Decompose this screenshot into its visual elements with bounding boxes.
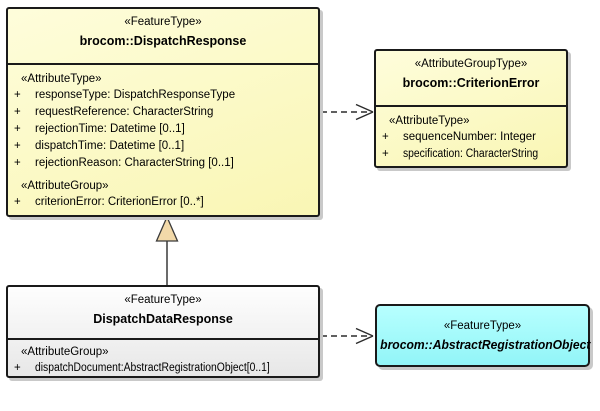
triangle-arrowhead-icon	[155, 215, 179, 242]
attribute-row[interactable]: + criterionError: CriterionError [0..*]	[8, 194, 318, 211]
attribute-row[interactable]: + sequenceNumber: Integer	[376, 129, 566, 146]
visibility-marker: +	[14, 140, 21, 152]
attributes-compartment: «AttributeType» + sequenceNumber: Integer…	[376, 107, 566, 163]
visibility-marker: +	[14, 106, 21, 118]
attribute-text: rejectionTime: Datetime [0..1]	[35, 123, 185, 135]
attribute-text: rejectionReason: CharacterString [0..1]	[35, 157, 234, 169]
class-header: «FeatureType» brocom::DispatchResponse	[8, 9, 318, 65]
stereotype-label: «AttributeGroupType»	[414, 58, 528, 70]
visibility-marker: +	[14, 157, 21, 169]
attribute-row[interactable]: + dispatchDocument:AbstractRegistrationOb…	[8, 360, 318, 377]
open-arrowhead-icon	[355, 103, 374, 121]
visibility-marker: +	[14, 89, 21, 101]
attribute-text: requestReference: CharacterString	[35, 106, 214, 118]
visibility-marker: +	[14, 123, 21, 135]
attribute-text: dispatchTime: Datetime [0..1]	[35, 140, 185, 152]
attribute-text: sequenceNumber: Integer	[403, 131, 536, 143]
attribute-row[interactable]: + rejectionTime: Datetime [0..1]	[8, 121, 318, 138]
class-box-dispatch-data-response[interactable]: «FeatureType» DispatchDataResponse «Attr…	[6, 285, 320, 378]
visibility-marker: +	[14, 196, 21, 208]
attribute-text: specification: CharacterString	[403, 148, 539, 160]
stereotype-label: «FeatureType»	[124, 294, 202, 306]
attribute-text: criterionError: CriterionError [0..*]	[35, 196, 204, 208]
class-name: brocom::CriterionError	[402, 76, 540, 90]
connector-generalization[interactable]	[155, 215, 179, 285]
attribute-row[interactable]: + specification: CharacterString	[376, 146, 566, 163]
open-arrowhead-icon	[355, 327, 374, 345]
stereotype-label: «FeatureType»	[124, 16, 202, 28]
visibility-marker: +	[14, 362, 21, 374]
attribute-group-section-label: «AttributeGroup»	[21, 180, 109, 192]
class-box-criterion-error[interactable]: «AttributeGroupType» brocom::CriterionEr…	[374, 49, 568, 168]
connector-dependency-abstract-registration-object[interactable]	[321, 327, 374, 345]
attribute-row[interactable]: + requestReference: CharacterString	[8, 104, 318, 121]
attributes-compartment: «AttributeType» + responseType: DispatchR…	[8, 65, 318, 211]
visibility-marker: +	[382, 131, 389, 143]
attribute-row[interactable]: + dispatchTime: Datetime [0..1]	[8, 138, 318, 155]
class-box-dispatch-response[interactable]: «FeatureType» brocom::DispatchResponse «…	[6, 7, 320, 217]
class-name: brocom::DispatchResponse	[79, 34, 247, 48]
class-name: DispatchDataResponse	[93, 312, 233, 326]
class-name: brocom::AbstractRegistrationObject	[380, 337, 591, 352]
stereotype-label: «FeatureType»	[443, 319, 522, 332]
visibility-marker: +	[382, 148, 389, 160]
attribute-text: responseType: DispatchResponseType	[35, 89, 236, 101]
class-header: «AttributeGroupType» brocom::CriterionEr…	[376, 51, 566, 107]
attribute-row[interactable]: + responseType: DispatchResponseType	[8, 87, 318, 104]
class-box-abstract-registration-object[interactable]: «FeatureType» brocom::AbstractRegistrati…	[375, 304, 590, 367]
attribute-type-section-label: «AttributeType»	[389, 115, 470, 127]
attribute-row[interactable]: + rejectionReason: CharacterString [0..1]	[8, 155, 318, 172]
class-header: «FeatureType» DispatchDataResponse	[8, 287, 318, 340]
class-header: «FeatureType» brocom::AbstractRegistrati…	[377, 306, 591, 365]
attribute-text: dispatchDocument:AbstractRegistrationObj…	[35, 362, 270, 374]
connector-dependency-criterion-error[interactable]	[321, 103, 374, 121]
attribute-group-section-label: «AttributeGroup»	[21, 346, 109, 358]
attribute-type-section-label: «AttributeType»	[21, 73, 102, 85]
attributes-compartment: «AttributeGroup» + dispatchDocument:Abstr…	[8, 340, 318, 377]
